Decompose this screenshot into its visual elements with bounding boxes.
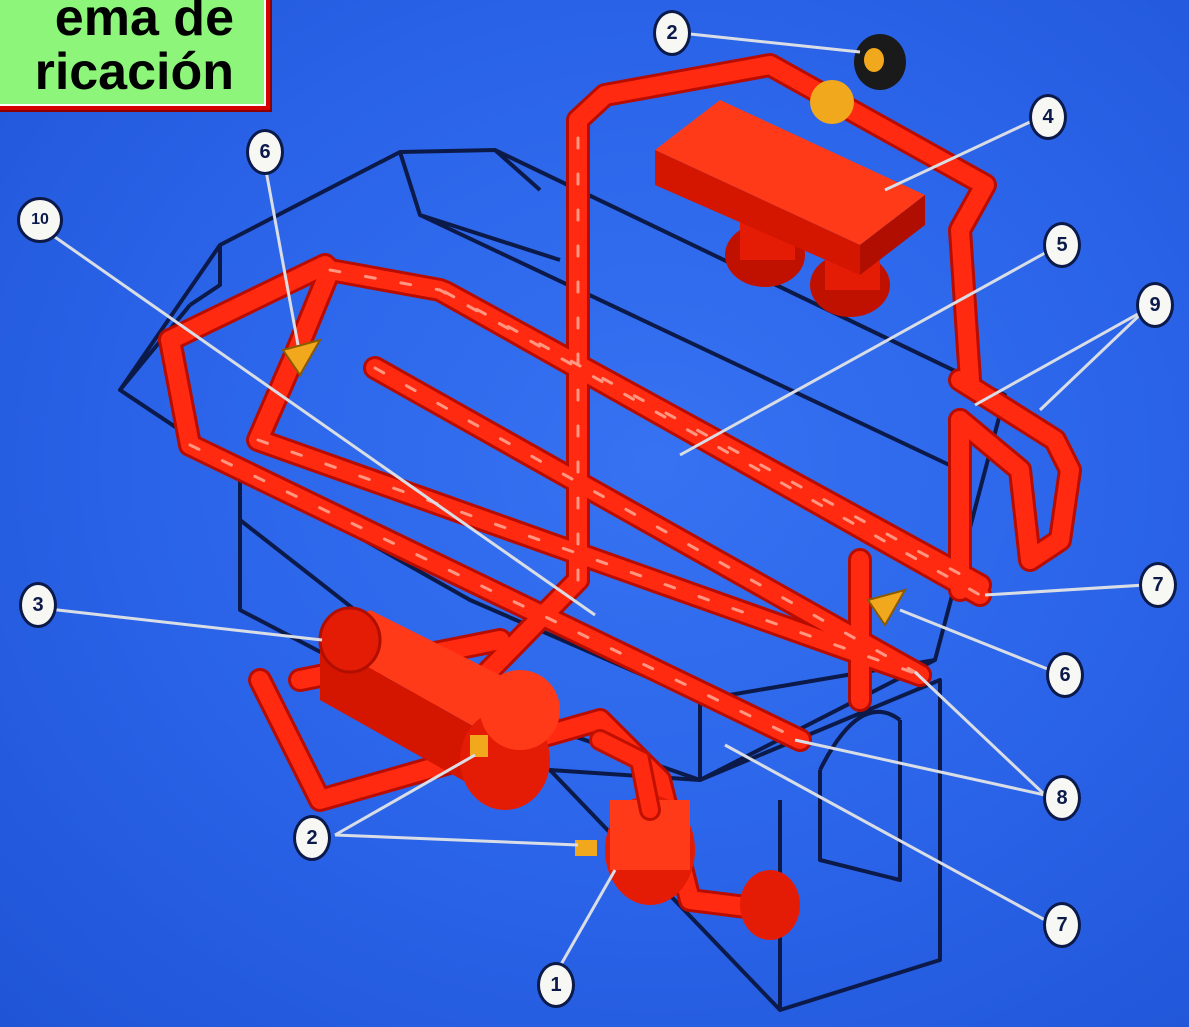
callout-7-bottom: 7	[1043, 902, 1081, 948]
oil-pump	[589, 729, 800, 940]
leader-lines	[39, 32, 1147, 976]
title-box: ema de ricación	[0, 0, 270, 110]
callout-3: 3	[19, 582, 57, 628]
callout-8: 8	[1043, 775, 1081, 821]
callout-6-top: 6	[246, 129, 284, 175]
callout-5: 5	[1043, 222, 1081, 268]
callout-7-right: 7	[1139, 562, 1177, 608]
callout-9: 9	[1136, 282, 1174, 328]
callout-4: 4	[1029, 94, 1067, 140]
oil-pipes	[158, 53, 1082, 922]
callout-2-bottom: 2	[293, 815, 331, 861]
title-line-2: ricación	[34, 43, 234, 101]
valves	[281, 34, 908, 856]
oil-filter-unit	[655, 100, 925, 317]
callout-1: 1	[537, 962, 575, 1008]
oil-cooler	[318, 606, 560, 810]
callout-2-top: 2	[653, 10, 691, 56]
callout-10: 10	[17, 197, 63, 243]
callout-6-right: 6	[1046, 652, 1084, 698]
title-line-1: ema de	[54, 0, 234, 47]
